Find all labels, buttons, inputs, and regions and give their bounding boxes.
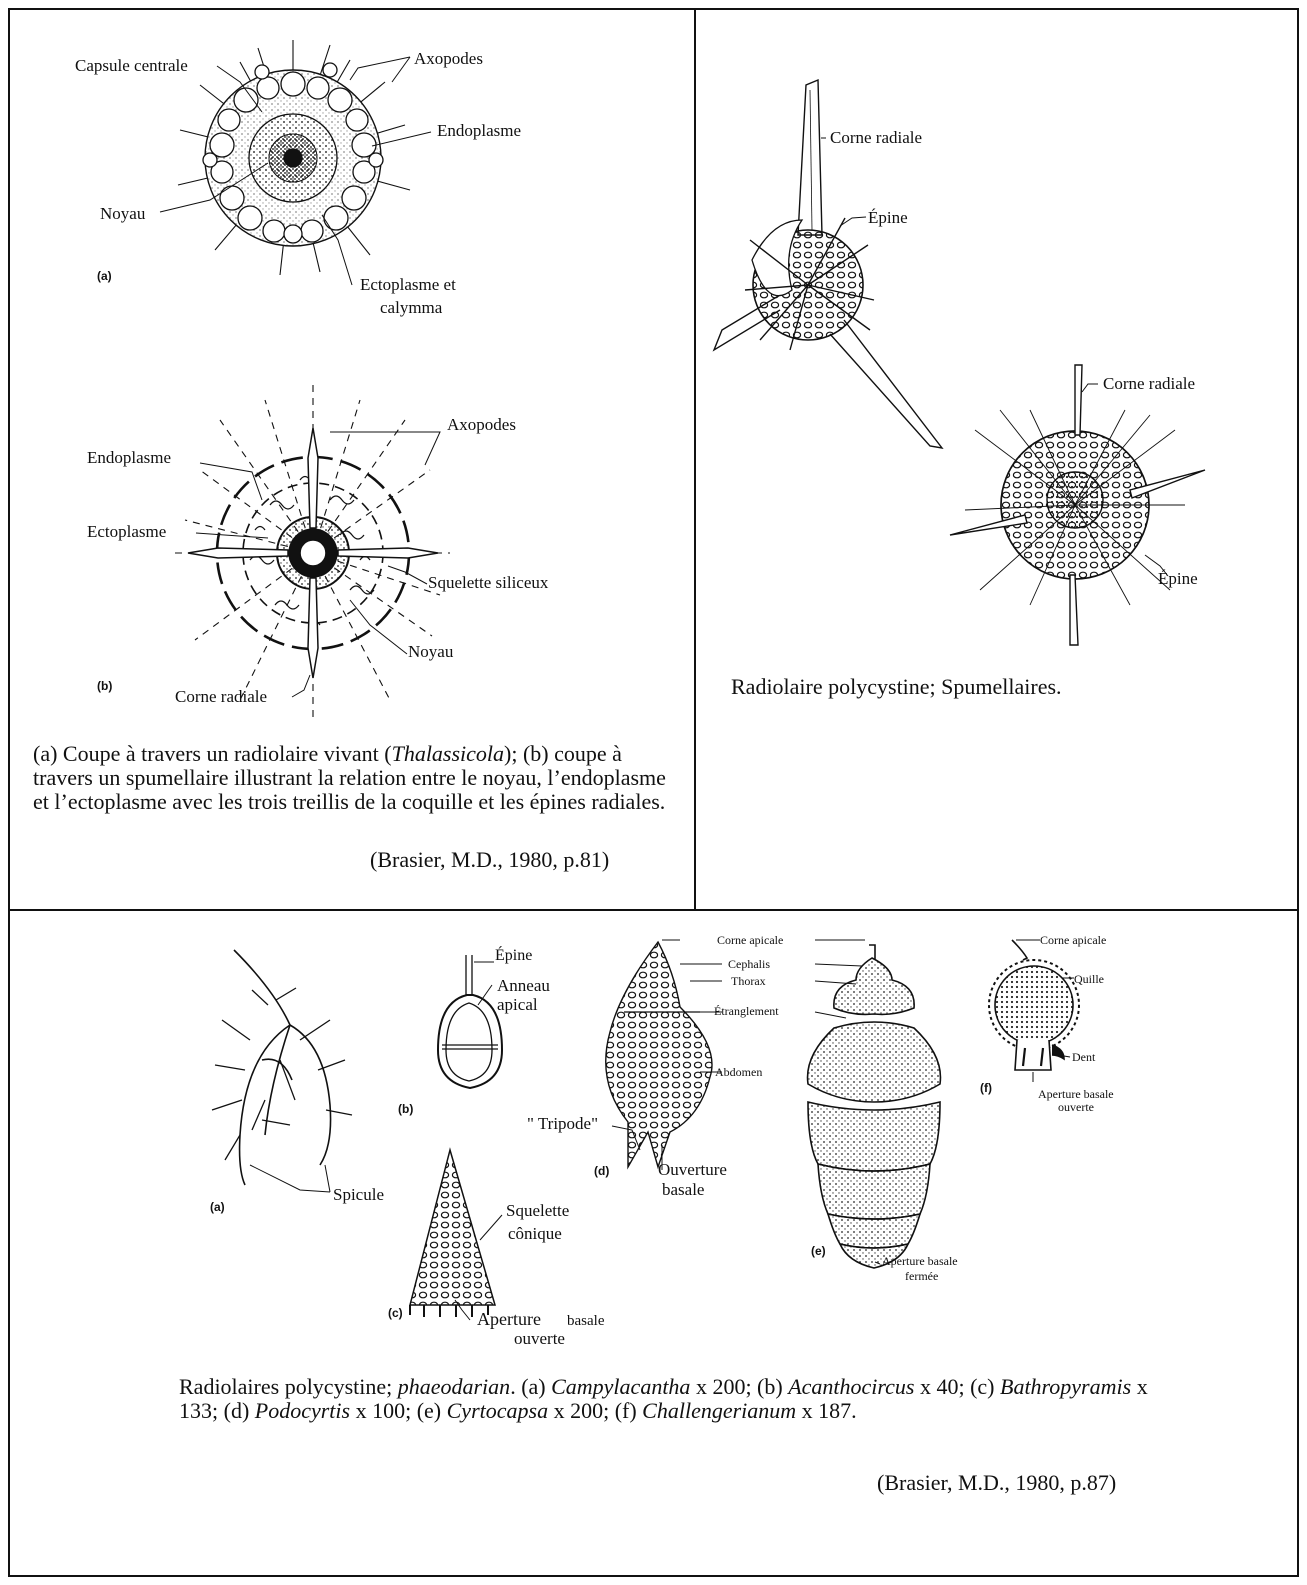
caption-bottom-s1: Radiolaires polycystine; xyxy=(179,1374,398,1399)
label-capsule-centrale: Capsule centrale xyxy=(75,57,188,74)
caption-bottom-i7: Challengerianum xyxy=(642,1398,796,1423)
caption-bottom-i2: Campylacantha xyxy=(551,1374,690,1399)
label-aperture-e-line1: Aperture basale xyxy=(882,1255,958,1267)
label-anneau-apical-line1: Anneau xyxy=(497,977,550,994)
figure-tag-bottom-d: (d) xyxy=(594,1165,609,1177)
figure-tag-b: (b) xyxy=(97,680,112,692)
label-noyau-a: Noyau xyxy=(100,205,145,222)
label-corne-apicale-d: Corne apicale xyxy=(717,934,783,946)
caption-bottom-s8: x 187. xyxy=(796,1398,857,1423)
label-squelette-siliceux: Squelette siliceux xyxy=(428,574,548,591)
label-corne-radiale-1: Corne radiale xyxy=(830,129,922,146)
campylacantha-figure xyxy=(212,950,352,1192)
label-quille: Quille xyxy=(1074,973,1104,985)
podocyrtis-figure xyxy=(606,940,722,1170)
figure-tag-bottom-a: (a) xyxy=(210,1201,225,1213)
spumellaria-figures xyxy=(714,80,1205,645)
figure-tag-bottom-b: (b) xyxy=(398,1103,413,1115)
thalassicola-figure xyxy=(160,40,431,285)
label-axopodes-b: Axopodes xyxy=(447,416,516,433)
figure-tag-a: (a) xyxy=(97,270,112,282)
label-aperture-c-basale: basale xyxy=(567,1314,604,1329)
caption-bottom: Radiolaires polycystine; phaeodarian. (a… xyxy=(179,1375,1184,1423)
label-etranglement: Étranglement xyxy=(714,1005,779,1017)
label-ectoplasme-b: Ectoplasme xyxy=(87,523,166,540)
label-epine-1: Épine xyxy=(868,209,908,226)
label-ouverture-basale-line1: Ouverture xyxy=(658,1161,727,1178)
challengerianum-figure xyxy=(989,940,1079,1082)
label-epine-2: Épine xyxy=(1158,570,1198,587)
caption-top-right: Radiolaire polycystine; Spumellaires. xyxy=(731,674,1062,700)
label-ouverture-basale-line2: basale xyxy=(662,1181,704,1198)
caption-top-left: (a) Coupe à travers un radiolaire vivant… xyxy=(33,742,673,813)
bathropyramis-figure xyxy=(410,1150,502,1320)
acanthocircus-figure xyxy=(438,955,502,1088)
label-dent: Dent xyxy=(1072,1051,1095,1063)
figure-tag-bottom-c: (c) xyxy=(388,1307,403,1319)
spumellaire-section-figure xyxy=(175,385,450,720)
caption-bottom-i3: Acanthocircus xyxy=(788,1374,914,1399)
label-aperture-f-line1: Aperture basale xyxy=(1038,1088,1114,1100)
label-corne-radiale-b: Corne radiale xyxy=(175,688,267,705)
figure-tag-bottom-e: (e) xyxy=(811,1245,826,1257)
caption-bottom-s2: . (a) xyxy=(510,1374,551,1399)
caption-bottom-s6: x 100; (e) xyxy=(350,1398,447,1423)
label-ectoplasme-calymma-line2: calymma xyxy=(380,299,442,316)
label-noyau-b: Noyau xyxy=(408,643,453,660)
citation-bottom: (Brasier, M.D., 1980, p.87) xyxy=(877,1470,1116,1496)
citation-top-left: (Brasier, M.D., 1980, p.81) xyxy=(370,847,609,873)
label-cephalis: Cephalis xyxy=(728,958,770,970)
label-aperture-e-line2: fermée xyxy=(905,1270,938,1282)
label-anneau-apical-line2: apical xyxy=(497,996,538,1013)
label-thorax: Thorax xyxy=(731,975,766,987)
label-tripode: " Tripode" xyxy=(527,1115,598,1132)
label-ectoplasme-calymma-line1: Ectoplasme et xyxy=(360,276,456,293)
label-corne-apicale-f: Corne apicale xyxy=(1040,934,1106,946)
caption-top-left-part1: (a) Coupe à travers un radiolaire vivant… xyxy=(33,741,392,766)
label-axopodes-a: Axopodes xyxy=(414,50,483,67)
caption-top-left-italic: Thalassicola xyxy=(392,741,504,766)
label-abdomen: Abdomen xyxy=(715,1066,762,1078)
caption-bottom-i6: Cyrtocapsa xyxy=(447,1398,548,1423)
label-squelette-conique-line1: Squelette xyxy=(506,1202,569,1219)
caption-bottom-i5: Podocyrtis xyxy=(255,1398,350,1423)
figure-tag-bottom-f: (f) xyxy=(980,1082,992,1094)
caption-bottom-s7: x 200; (f) xyxy=(548,1398,642,1423)
caption-bottom-s3: x 200; (b) xyxy=(690,1374,788,1399)
label-aperture-c-line1: Aperture xyxy=(477,1310,541,1328)
caption-bottom-i1: phaeodarian xyxy=(398,1374,510,1399)
label-squelette-conique-line2: cônique xyxy=(508,1225,562,1242)
label-aperture-c-line2: ouverte xyxy=(514,1330,565,1347)
caption-bottom-i4: Bathropyramis xyxy=(1000,1374,1131,1399)
label-endoplasme-a: Endoplasme xyxy=(437,122,521,139)
label-epine-b: Épine xyxy=(495,948,532,964)
cyrtocapsa-figure xyxy=(808,940,941,1268)
label-aperture-f-line2: ouverte xyxy=(1058,1101,1094,1113)
caption-bottom-s4: x 40; (c) xyxy=(914,1374,1000,1399)
label-spicule: Spicule xyxy=(333,1186,384,1203)
label-endoplasme-b: Endoplasme xyxy=(87,449,171,466)
label-corne-radiale-2: Corne radiale xyxy=(1103,375,1195,392)
